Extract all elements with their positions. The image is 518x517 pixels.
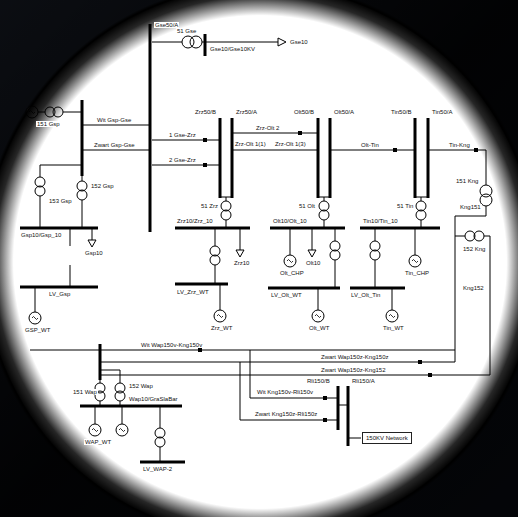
element-label: Zrz50/B [194,109,217,115]
element-label: 152 Wap [128,383,154,389]
network-box: 150KV Network [362,432,412,444]
element-label: Gse10/Gse10KV [209,46,256,52]
element-label: Zrz50/A [235,109,258,115]
element-label: Zwart Gsp-Gse [93,142,136,148]
element-label: Wit Gsp-Gse [96,117,132,123]
element-label: 151 Wap [72,389,98,395]
element-label: Tin_CHP [404,270,430,276]
element-label: Olt10/Olt_10 [272,218,308,224]
element-label: Olt50/A [333,109,355,115]
element-label: 152 Gsp [90,183,115,189]
element-label: 2 Gse-Zrz [168,157,197,163]
element-label: Kng152 [462,285,485,291]
node-text: 150KV Network [366,435,408,441]
element-label: GSP_WT [24,327,51,333]
element-label: Olt10 [305,260,321,266]
element-label: Kng151 [459,204,482,210]
element-label: Zrz10/Zrz_10 [176,218,214,224]
element-label: Olt_CHP [279,270,305,276]
element-label: Zrz-Olt 1(1) [234,141,267,147]
element-label: Tin_WT [382,325,405,331]
element-label: Zwart Kng150z-Rli150z [254,411,318,417]
element-label: Tin10/Tin_10 [362,218,399,224]
element-label: Olt_WT [308,325,330,331]
element-label: Gsp10 [84,250,104,256]
element-label: Wit Wap150v-Kng150v [140,342,203,348]
element-label: 51 Zrz [200,203,219,209]
element-label: Tin-Kng [448,142,471,148]
element-label: LV_Zrz_WT [176,289,210,295]
element-label: 151 Gsp [36,121,61,127]
element-label: Tin50/B [390,109,412,115]
element-label: Gse10 [289,39,309,45]
element-label: Zrz-Olt 2 [255,125,280,131]
element-label: Zwart Wap150z-Kng150z [320,354,389,360]
element-label: LV_Olt_WT [270,292,303,298]
element-label: LV_Olt_Tin [350,292,381,298]
element-label: 153 Gsp [48,198,73,204]
element-label: Rli150/B [306,378,331,384]
element-label: Zrz-Olt 1(3) [274,141,307,147]
element-label: Zwart Wap150z-Kng152 [320,367,386,373]
element-label: WAP_WT [84,439,112,445]
element-label: 51 Tin [396,203,414,209]
element-label: Wit Kng150v-Rli150v [256,389,314,395]
element-label: LV_WAP-2 [142,466,173,472]
element-label: Olt-Tin [360,142,380,148]
element-label: Zrz10 [233,260,250,266]
element-label: 51 Gse [176,28,197,34]
element-label: Rli150/A [351,378,376,384]
element-label: 151 Kng [455,178,479,184]
element-label: LV_Gsp [48,291,71,297]
element-label: Tin50/A [431,109,453,115]
element-label: Gsp10/Gsp_10 [20,232,62,238]
element-label: Wap10/GraSlaBar [128,396,178,402]
element-label: 51 Olt [298,203,316,209]
element-label: Olt50/B [293,109,315,115]
element-label: Zrz_WT [210,325,233,331]
element-label: 152 Kng [462,246,486,252]
element-label: 1 Gse-Zrz [168,132,197,138]
